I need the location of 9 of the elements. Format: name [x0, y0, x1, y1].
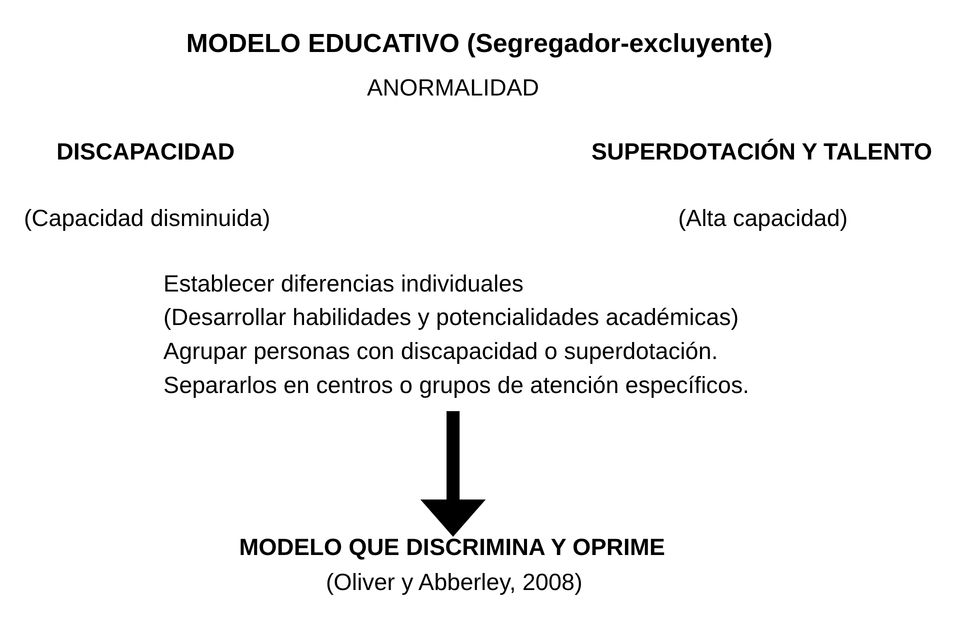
diagram-title: MODELO EDUCATIVO (Segregador-excluyente): [186, 28, 773, 58]
label: ANORMALIDAD: [366, 74, 540, 101]
label: DISCAPACIDAD: [56, 138, 235, 165]
label: (Alta capacidad): [678, 205, 848, 232]
node-text: Establecer diferencias individuales (Desarrollar habilidades y potencialidades académicas) Agrupar personas con discapacidad o superdotación. Separarlos en centros o grupos de atención específicos.: [163, 270, 750, 398]
label: SUPERDOTACIÓN Y TALENTO: [591, 138, 932, 165]
node-text: MODELO QUE DISCRIMINA Y OPRIME (Oliver y Abberley, 2008): [239, 534, 666, 596]
arrow: [420, 411, 486, 537]
label: (Capacidad disminuida): [24, 205, 270, 232]
